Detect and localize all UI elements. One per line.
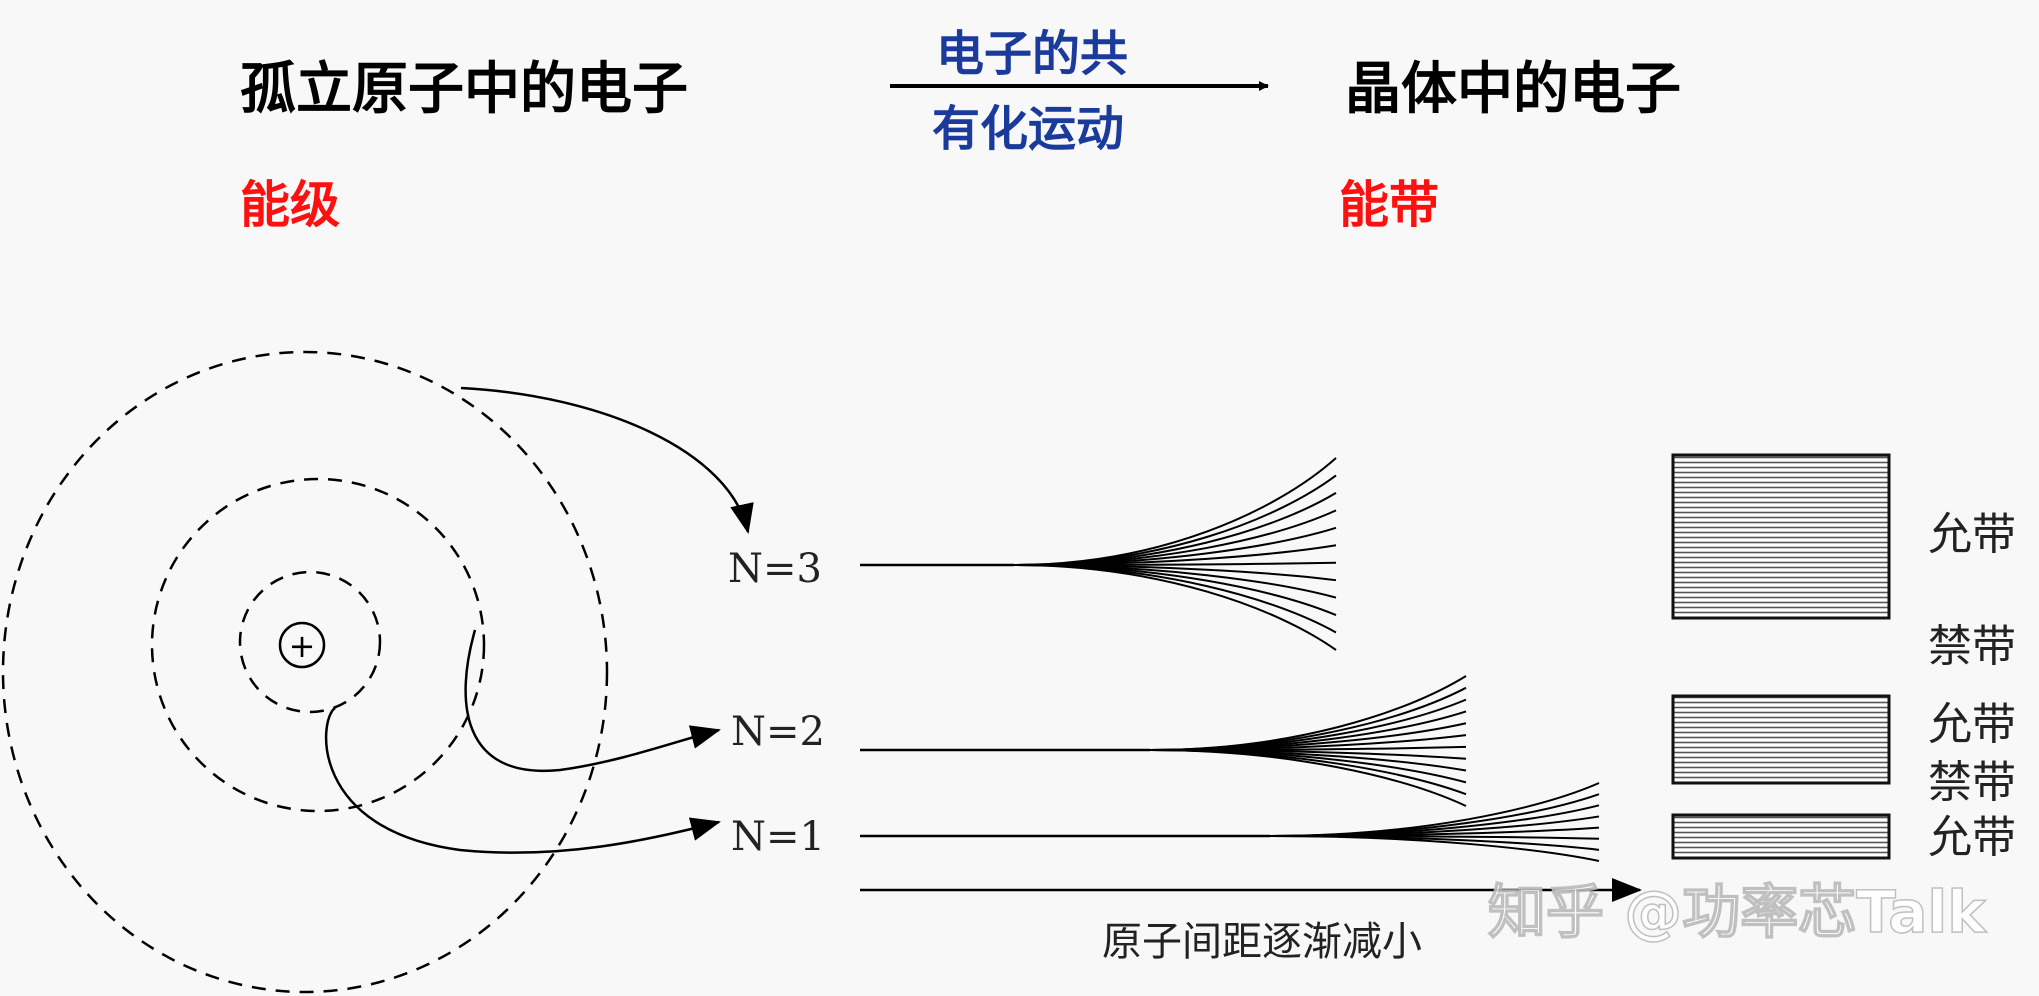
level-label-n3: N=3 (728, 546, 822, 592)
energy-level-label: 能级 (240, 176, 340, 234)
arrow-label-bottom: 有化运动 (932, 101, 1124, 157)
allowed-band-middle (1671, 694, 1891, 785)
isolated-atom-title: 孤立原子中的电子 (240, 57, 688, 122)
split-level-n3 (1013, 564, 1337, 599)
orbit-n2 (150, 477, 486, 813)
allowed-band-bottom (1671, 813, 1891, 860)
split-level-n1 (1269, 835, 1600, 862)
band-label-allowed-2: 允带 (1928, 699, 2016, 750)
band-label-forbidden-2: 禁带 (1928, 757, 2016, 808)
atom-orbits (1, 350, 609, 994)
band-label-allowed-3: 允带 (1928, 812, 2016, 863)
split-level-n3 (1013, 564, 1337, 651)
arrow-label-top: 电子的共 (936, 26, 1128, 82)
spacing-axis-label: 原子间距逐渐减小 (1102, 919, 1422, 965)
orbit-n1 (238, 570, 382, 714)
crystal-title: 晶体中的电子 (1345, 57, 1681, 122)
watermark: 知乎 @功率芯Talk (1488, 878, 1987, 946)
energy-band-label: 能带 (1339, 176, 1439, 234)
split-level-n3 (1013, 544, 1337, 566)
band-label-forbidden-1: 禁带 (1928, 621, 2016, 672)
band-label-allowed-1: 允带 (1928, 509, 2016, 560)
arrow-orbit1-to-n1 (324, 706, 721, 854)
level-label-n1: N=1 (731, 814, 825, 860)
nucleus-plus-icon: + (289, 627, 316, 665)
arrow-orbit2-to-n2 (464, 629, 721, 773)
level-splitting-fans (860, 457, 1600, 862)
arrow-orbit3-to-n3 (460, 386, 754, 534)
allowed-band-top (1671, 453, 1891, 620)
nucleus (278, 621, 326, 669)
split-level-n2 (1149, 749, 1467, 807)
level-label-n2: N=2 (731, 709, 825, 755)
orbit-n3 (1, 350, 609, 994)
